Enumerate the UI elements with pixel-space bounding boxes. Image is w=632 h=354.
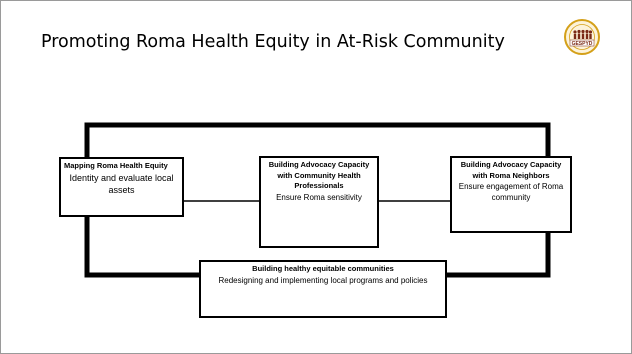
node-advocacy-roma-neighbors: Building Advocacy Capacity with Roma Nei… [450, 156, 572, 233]
slide-title: Promoting Roma Health Equity in At-Risk … [41, 32, 505, 52]
right-bottom-connector [447, 233, 551, 278]
node-mapping-roma-health-equity: Mapping Roma Health Equity Identity and … [59, 157, 184, 217]
node-text: Redesigning and implementing local progr… [218, 275, 428, 285]
left-bottom-connector [84, 217, 199, 278]
node-title: Building Advocacy Capacity with Roma Nei… [460, 160, 562, 180]
node-advocacy-health-professionals: Building Advocacy Capacity with Communit… [259, 156, 379, 248]
node-text: Identity and evaluate local assets [69, 172, 174, 195]
top-connector [84, 122, 551, 157]
logo-text: GESPYD [572, 41, 593, 47]
university-seal-logo: GESPYD [564, 19, 600, 55]
node-title: Building Advocacy Capacity with Communit… [268, 160, 370, 190]
node-title: Mapping Roma Health Equity [64, 161, 168, 170]
node-text: Ensure Roma sensitivity [276, 192, 362, 202]
node-healthy-equitable-communities: Building healthy equitable communities R… [199, 260, 447, 318]
node-title: Building healthy equitable communities [252, 264, 394, 273]
node-text: Ensure engagement of Roma community [458, 182, 564, 202]
